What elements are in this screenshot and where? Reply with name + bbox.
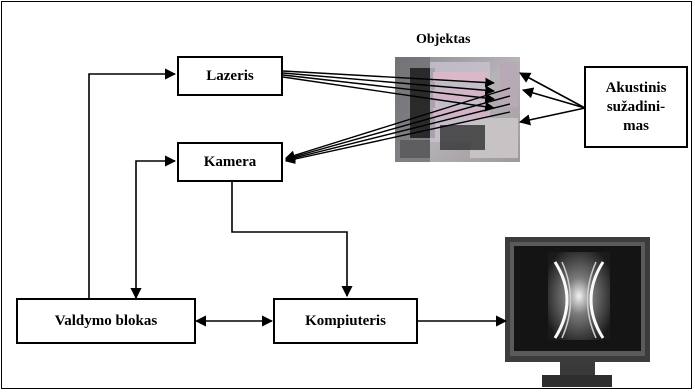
control-unit-box: Valdymo blokas [16,298,196,344]
object-photo [395,57,520,162]
laser-box: Lazeris [177,56,283,96]
camera-box: Kamera [177,142,283,182]
acoustic-arrows [518,72,586,126]
control-unit-label: Valdymo blokas [54,312,158,329]
camera-rays [285,87,511,164]
laser-label: Lazeris [206,67,254,84]
control-camera-arrow [130,155,177,300]
acoustic-line-2: sužadini- [606,98,666,115]
acoustic-line-1: Akustinis [605,79,667,96]
computer-label: Kompiuteris [305,312,386,329]
monitor [505,237,650,387]
laser-rays [282,70,495,112]
camera-label: Kamera [203,153,257,170]
camera-to-computer-arrow [231,181,353,298]
acoustic-line-3: mas [623,117,649,134]
control-to-laser-arrow [88,68,177,298]
acoustic-excitation-box: Akustinis sužadini- mas [584,66,688,148]
computer-box: Kompiuteris [273,298,418,344]
object-caption: Objektas [416,32,471,47]
